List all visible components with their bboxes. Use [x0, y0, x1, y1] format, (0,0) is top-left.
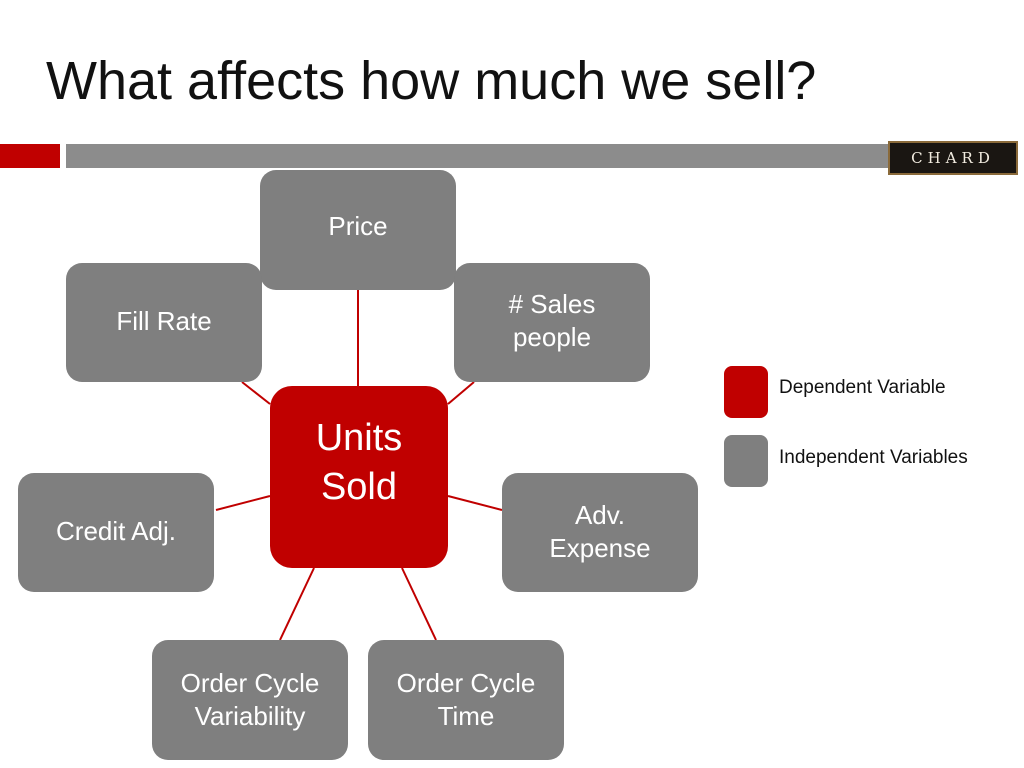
connector-order-cycle-time — [401, 567, 437, 641]
connector-adv-expense — [447, 495, 503, 511]
node-sales-people-line2: people — [512, 322, 592, 352]
node-sales-people-line1: # Sales — [508, 289, 596, 319]
connector-credit-adj — [215, 495, 271, 511]
node-price: Price — [260, 170, 456, 290]
header-accent-bar — [0, 144, 60, 168]
node-units-sold-line1: Units — [315, 417, 403, 459]
connector-order-cycle-variability — [279, 567, 315, 641]
legend-dependent-label: Dependent Variable — [779, 377, 946, 398]
node-units-sold: Units Sold — [270, 386, 448, 568]
connector-fill-rate — [241, 381, 271, 405]
node-adv-expense: Adv. Expense — [502, 473, 698, 592]
legend-independent-swatch — [724, 435, 768, 487]
header-divider-bar — [66, 144, 888, 168]
node-credit-adj: Credit Adj. — [18, 473, 214, 592]
legend-independent-label: Independent Variables — [779, 447, 968, 468]
node-units-sold-line2: Sold — [320, 466, 398, 508]
legend-dependent-swatch — [724, 366, 768, 418]
node-order-cycle-time-line1: Order Cycle — [396, 668, 536, 698]
node-order-cycle-time-line2: Time — [437, 701, 495, 731]
node-credit-adj-label: Credit Adj. — [56, 516, 176, 546]
node-order-cycle-variability-line2: Variability — [194, 701, 306, 731]
node-sales-people: # Sales people — [454, 263, 650, 382]
node-adv-expense-line1: Adv. — [574, 500, 626, 530]
node-fill-rate-label: Fill Rate — [116, 306, 212, 336]
node-order-cycle-variability-line1: Order Cycle — [180, 668, 320, 698]
chard-logo: CHARD — [888, 141, 1018, 175]
node-price-label: Price — [328, 211, 388, 241]
node-order-cycle-time: Order Cycle Time — [368, 640, 564, 760]
connector-sales-people — [447, 381, 475, 405]
slide-title: What affects how much we sell? — [46, 51, 817, 111]
node-order-cycle-variability: Order Cycle Variability — [152, 640, 348, 760]
node-adv-expense-line2: Expense — [549, 533, 651, 563]
node-fill-rate: Fill Rate — [66, 263, 262, 382]
